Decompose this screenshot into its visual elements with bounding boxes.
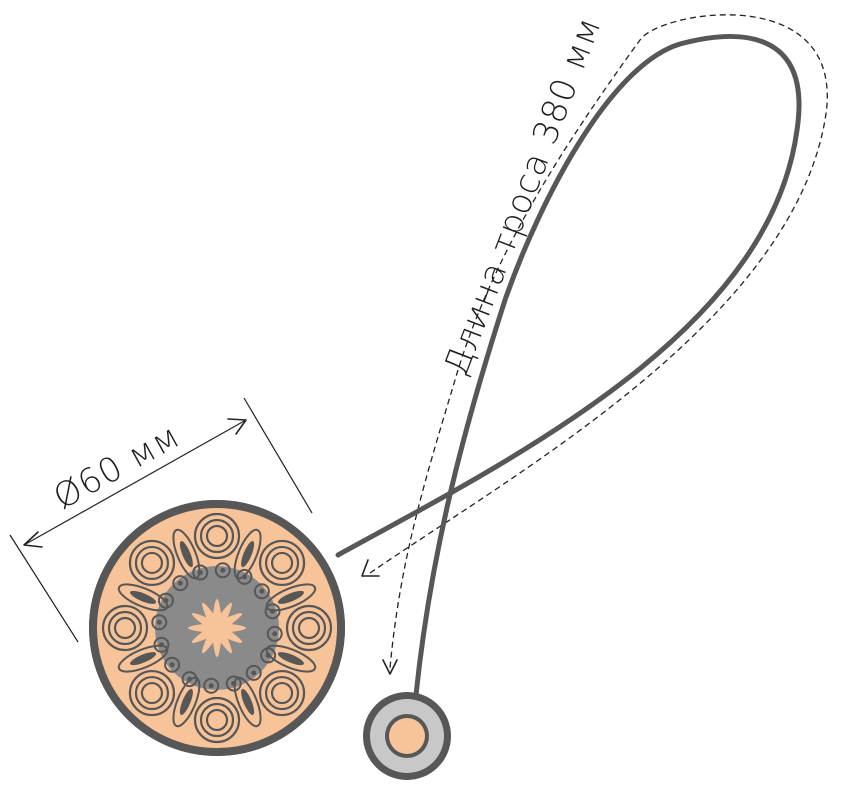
diameter-extension-right: [243, 397, 313, 514]
diameter-label: Ø60 мм: [47, 416, 187, 518]
ornamental-pattern-icon: [101, 512, 333, 744]
cable-length-label: Длина троса 380 мм: [436, 11, 610, 381]
large-disc: [89, 500, 345, 756]
diameter-arrow-right-icon: [227, 418, 247, 435]
cable-length-guide: [369, 14, 828, 669]
diameter-extension-left: [9, 534, 79, 643]
cable-guide-arrow-start-icon: [361, 559, 380, 577]
cable: [335, 34, 802, 698]
diameter-arrow-left-icon: [23, 531, 43, 548]
cable-guide-arrow-end-icon: [382, 659, 398, 675]
cable-end-cap-icon: [363, 692, 451, 780]
diameter-dimension-line: [23, 419, 247, 546]
